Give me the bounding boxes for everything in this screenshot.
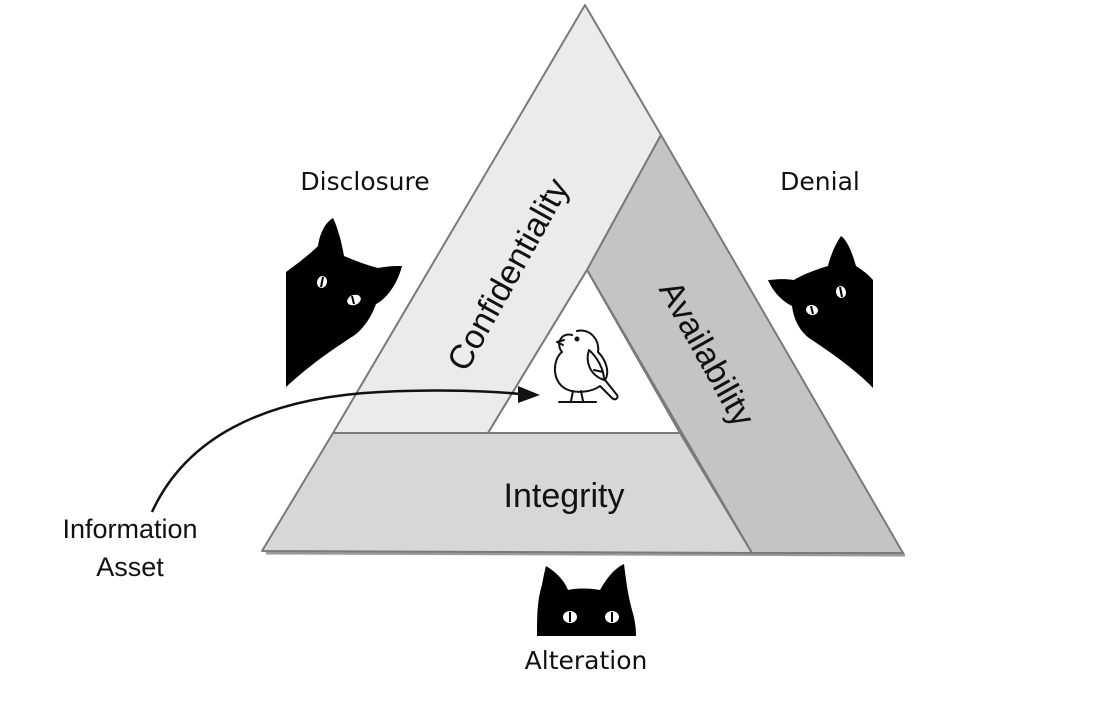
availability-band xyxy=(586,134,904,554)
alteration-label: Alteration xyxy=(525,646,648,675)
denial-label: Denial xyxy=(780,167,860,196)
asset-arrow xyxy=(150,389,521,513)
information-asset-label-line2: Asset xyxy=(96,552,164,582)
triangle-shadow xyxy=(265,551,906,557)
information-asset-label-line1: Information xyxy=(62,514,197,544)
peeking-cat-icon xyxy=(537,564,636,636)
arrow-head-icon xyxy=(518,386,540,403)
peeking-cat-icon xyxy=(286,218,402,387)
peeking-cat-icon xyxy=(768,236,873,388)
bird-icon xyxy=(554,329,619,403)
integrity-label: Integrity xyxy=(504,477,625,515)
disclosure-label: Disclosure xyxy=(300,167,429,196)
